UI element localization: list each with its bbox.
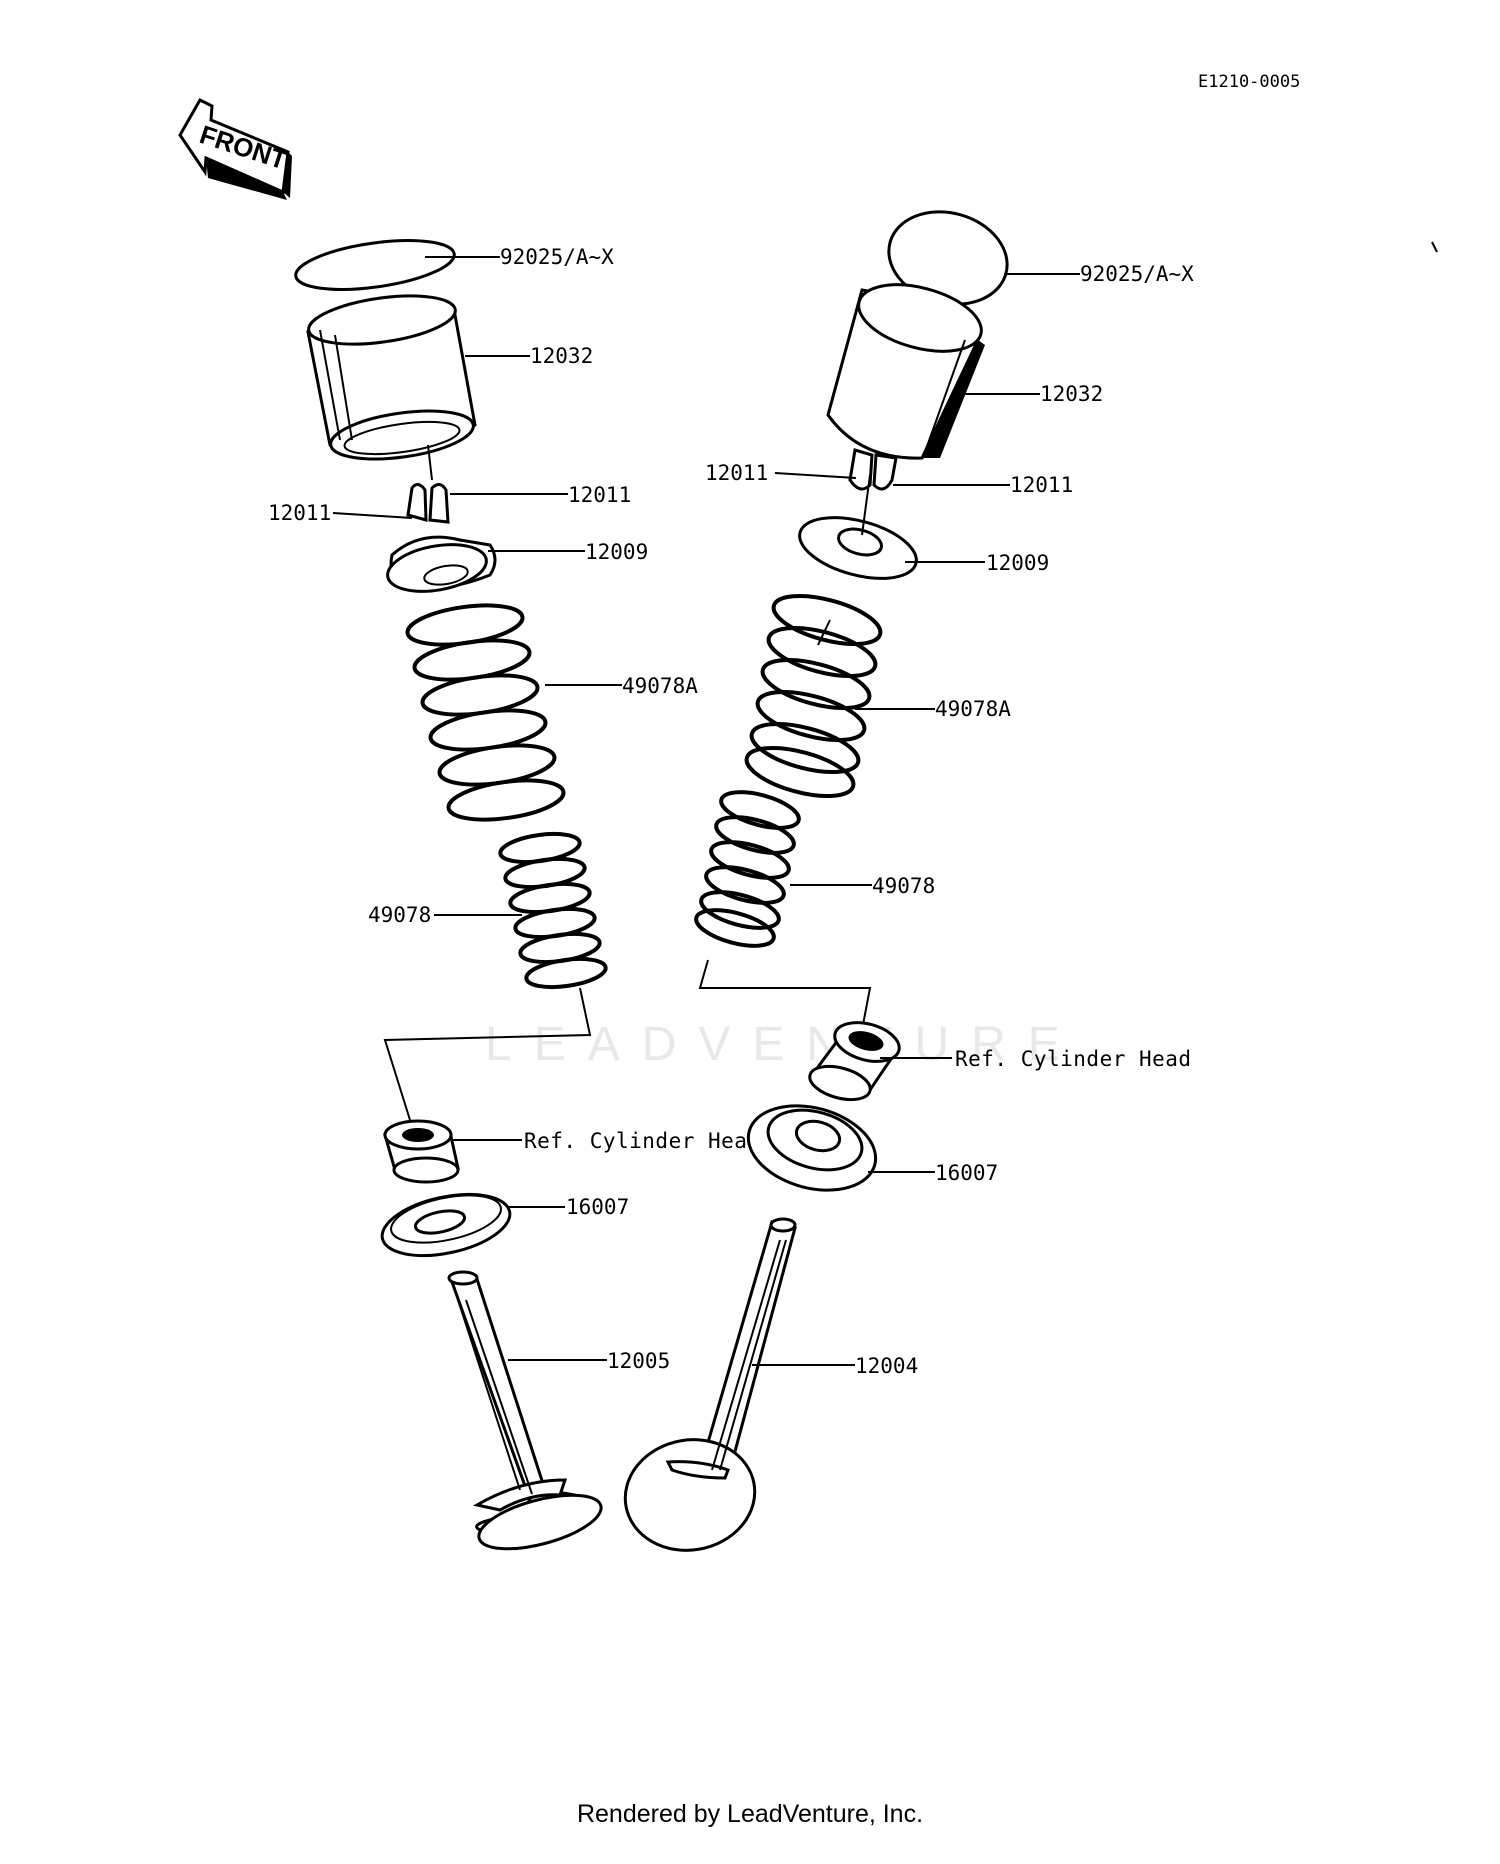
right-guide-label: Ref. Cylinder Head	[955, 1047, 1192, 1071]
left-valve-label: 12005	[607, 1349, 670, 1373]
right-outer-spring	[744, 594, 883, 798]
right-shim-label: 92025/A~X	[1080, 262, 1194, 286]
right-valve-assembly: 92025/A~X 12032 12011 12011 12009	[623, 210, 1194, 1552]
footer-credit: Rendered by LeadVenture, Inc.	[576, 1800, 924, 1828]
left-keepers	[406, 444, 450, 524]
left-valve-guide	[383, 1119, 460, 1184]
left-inner-spring	[498, 831, 608, 990]
right-inner-spring-label: 49078	[872, 874, 935, 898]
right-outer-spring-label: 49078A	[935, 697, 1011, 721]
right-valve-seat	[746, 1104, 878, 1192]
left-valve	[447, 1270, 603, 1551]
watermark: LEADVENTURE	[485, 1018, 1082, 1071]
left-tappet-label: 12032	[530, 344, 593, 368]
left-valve-assembly: 92025/A~X 12032 12011 12011 1200	[268, 239, 761, 1551]
stray-mark	[1431, 241, 1438, 253]
left-guide-label: Ref. Cylinder Head	[524, 1129, 761, 1153]
left-keeper-right-label: 12011	[568, 483, 631, 507]
right-retainer	[798, 474, 918, 580]
front-arrow-icon: FRONT	[178, 98, 292, 200]
right-keeper-left-label: 12011	[705, 461, 768, 485]
right-valve-label: 12004	[855, 1354, 918, 1378]
right-retainer-label: 12009	[986, 551, 1049, 575]
left-shim	[294, 239, 456, 291]
left-seat-label: 16007	[566, 1195, 629, 1219]
right-tappet	[826, 283, 985, 460]
right-keeper-right-label: 12011	[1010, 473, 1073, 497]
right-valve	[623, 1217, 797, 1552]
right-keepers	[848, 448, 898, 491]
right-inner-spring	[694, 790, 801, 948]
left-tappet	[306, 294, 477, 461]
left-shim-label: 92025/A~X	[500, 245, 614, 269]
left-valve-seat	[380, 1192, 512, 1258]
right-valve-guide	[808, 1021, 901, 1102]
left-keeper-left-label: 12011	[268, 501, 331, 525]
diagram-code: E1210-0005	[1198, 72, 1300, 92]
left-outer-spring-label: 49078A	[622, 674, 698, 698]
right-seat-label: 16007	[935, 1161, 998, 1185]
left-outer-spring	[405, 603, 566, 822]
left-retainer-label: 12009	[585, 540, 648, 564]
left-inner-spring-label: 49078	[368, 903, 431, 927]
left-retainer	[386, 535, 497, 593]
right-tappet-label: 12032	[1040, 382, 1103, 406]
